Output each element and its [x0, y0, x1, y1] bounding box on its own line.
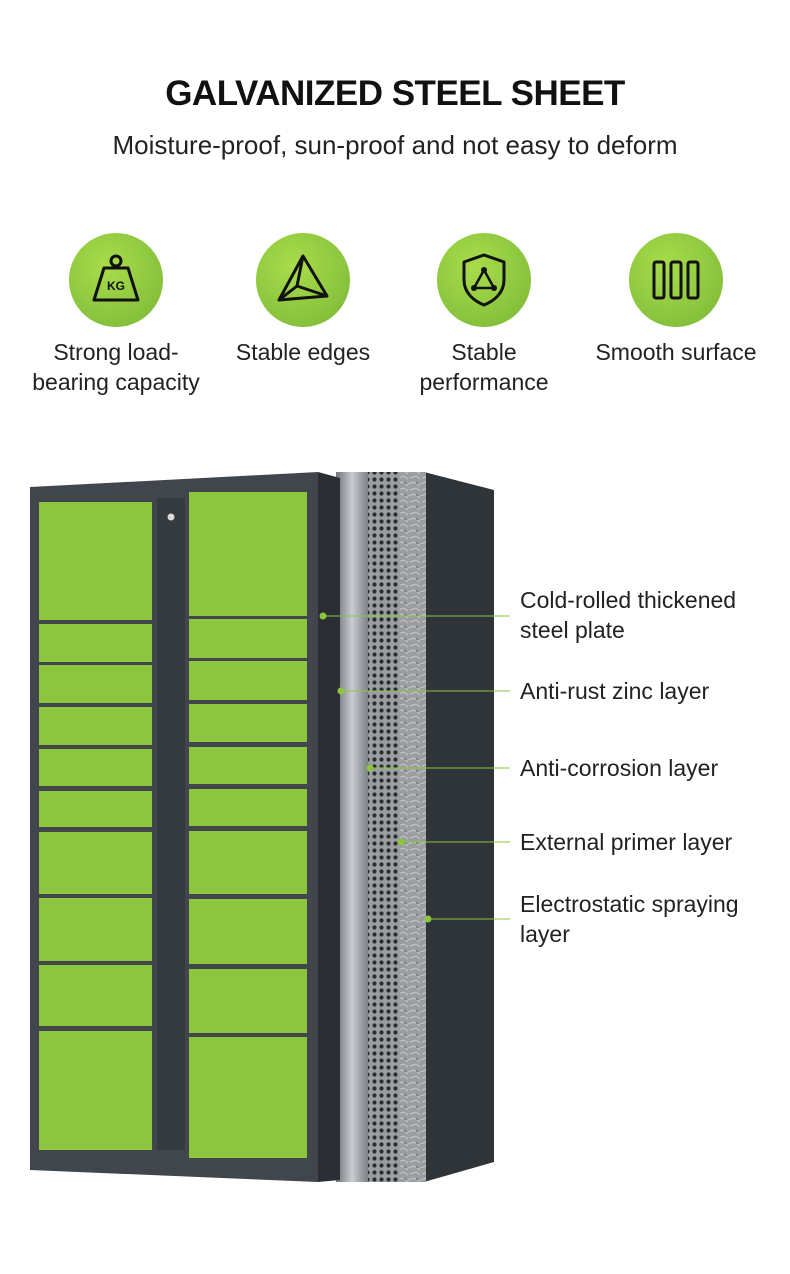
steel-plate-layer	[318, 472, 340, 1182]
anti-corrosion-layer	[366, 472, 400, 1182]
layer-label-primer: External primer layer	[520, 829, 733, 855]
cabinet-control-strip	[157, 498, 185, 1150]
locker-door	[39, 791, 152, 827]
locker-door	[39, 898, 152, 961]
locker-door	[189, 899, 307, 964]
feature-load-bearing: KG Strong load- bearing capacity	[21, 233, 211, 397]
locker-door	[189, 492, 307, 616]
layer-label-steel-plate: Cold-rolled thickened steel plate	[520, 587, 737, 643]
locker-door	[39, 624, 152, 662]
locker-door	[39, 1031, 152, 1150]
kg-text: KG	[107, 279, 125, 293]
feature-label: Stable edges	[235, 339, 371, 365]
feature-label: Strong load- bearing capacity	[32, 339, 200, 395]
callout-dot-corrosion	[366, 764, 374, 772]
feature-label: Stable performance	[419, 339, 549, 395]
locker-door	[39, 965, 152, 1026]
locker-door	[189, 831, 307, 894]
zinc-layer	[336, 472, 368, 1182]
kg-weight-icon: KG	[69, 233, 163, 327]
page-title: GALVANIZED STEEL SHEET	[165, 74, 625, 113]
layer-label-spraying: Electrostatic spraying layer	[520, 891, 739, 947]
locker-door	[39, 832, 152, 894]
locker-door	[189, 789, 307, 826]
shield-icon	[437, 233, 531, 327]
layer-label-zinc: Anti-rust zinc layer	[520, 678, 710, 704]
feature-label: Smooth surface	[595, 339, 757, 365]
locker-doors	[39, 492, 307, 1158]
callout-dot-primer	[397, 838, 405, 846]
bars-icon	[629, 233, 723, 327]
locker-door	[189, 969, 307, 1033]
locker-layers-diagram	[30, 472, 510, 1182]
locker-door	[39, 665, 152, 703]
locker-door	[189, 661, 307, 700]
locker-door	[189, 704, 307, 742]
locker-door	[189, 747, 307, 784]
pyramid-icon	[256, 233, 350, 327]
page-subtitle: Moisture-proof, sun-proof and not easy t…	[112, 130, 678, 160]
feature-stable-edges: Stable edges	[208, 233, 398, 367]
primer-layer	[398, 472, 426, 1182]
layer-label-anti-corrosion: Anti-corrosion layer	[520, 755, 719, 781]
lock-icon	[167, 513, 175, 521]
locker-door	[39, 502, 152, 620]
callout-dot-steel	[319, 612, 327, 620]
locker-door	[189, 1037, 307, 1158]
feature-stable-performance: Stable performance	[389, 233, 579, 397]
locker-door	[39, 707, 152, 745]
locker-door	[39, 749, 152, 786]
feature-smooth-surface: Smooth surface	[581, 233, 771, 367]
electrostatic-layer	[424, 472, 494, 1182]
callout-dot-zinc	[337, 687, 345, 695]
locker-door	[189, 619, 307, 658]
callout-dot-spraying	[424, 915, 432, 923]
